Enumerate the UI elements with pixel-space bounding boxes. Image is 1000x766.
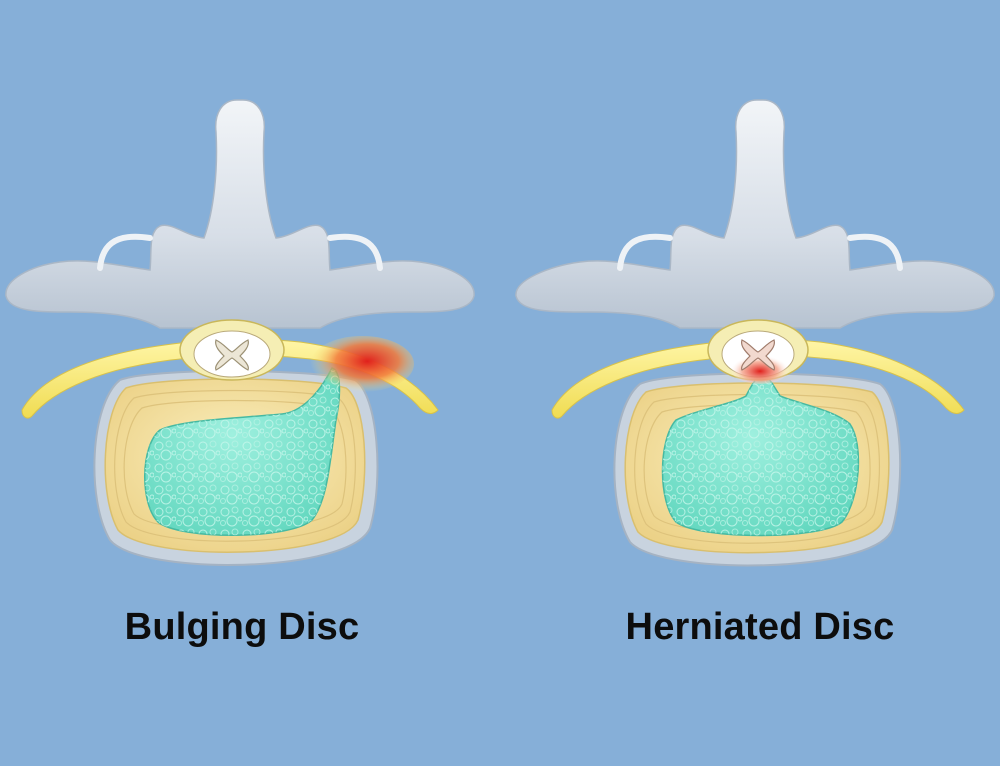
bulging-disc-label: Bulging Disc — [124, 606, 360, 648]
bulging-disc-illustration — [5, 99, 475, 566]
gray-matter — [215, 339, 249, 371]
vertebra-bone — [515, 99, 995, 329]
herniated-disc-panel: Herniated Disc — [500, 0, 1000, 766]
herniated-disc-label: Herniated Disc — [625, 606, 895, 648]
gray-matter — [741, 339, 775, 371]
inflammation-area — [730, 352, 790, 384]
vertebra-bone — [5, 99, 475, 329]
inflammation-area — [310, 336, 414, 392]
herniated-disc-illustration — [515, 99, 995, 567]
bulging-disc-panel: Bulging Disc — [5, 99, 475, 648]
